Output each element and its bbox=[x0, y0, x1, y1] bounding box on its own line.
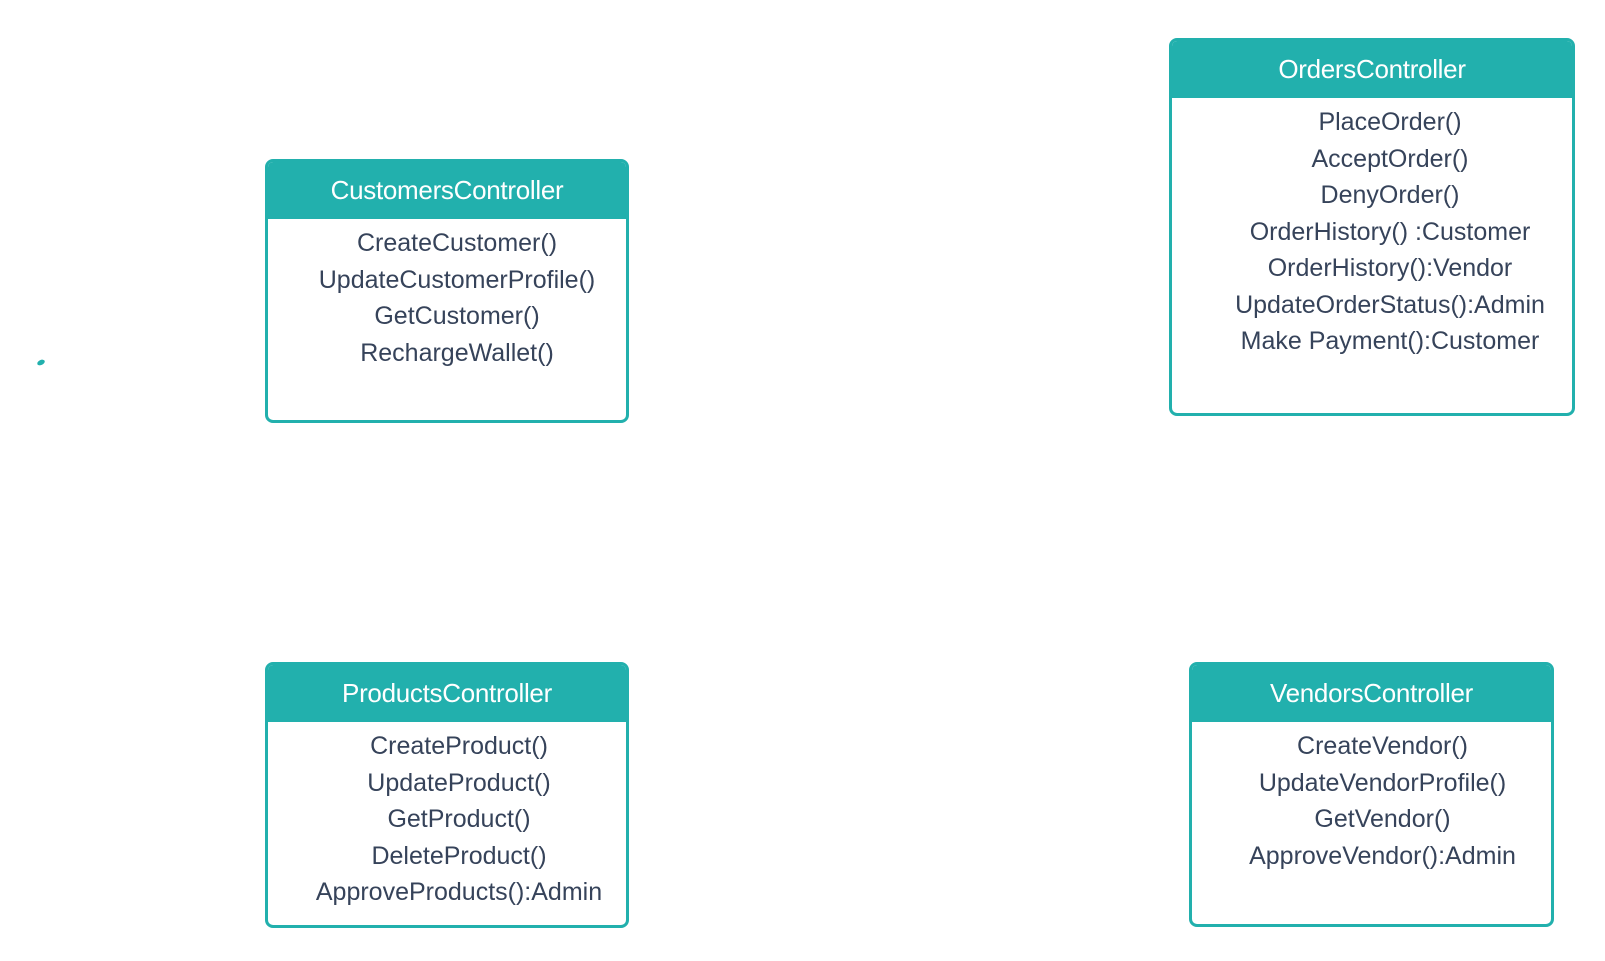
method-item: GetVendor() bbox=[1314, 805, 1451, 833]
method-item: RechargeWallet() bbox=[360, 338, 554, 367]
class-box-customers-controller[interactable]: CustomersController CreateCustomer() Upd… bbox=[265, 159, 629, 423]
method-list: CreateVendor() UpdateVendorProfile() Get… bbox=[1192, 722, 1551, 874]
method-list: PlaceOrder() AcceptOrder() DenyOrder() O… bbox=[1172, 98, 1572, 360]
method-item: UpdateVendorProfile() bbox=[1258, 768, 1507, 797]
class-box-products-controller[interactable]: ProductsController CreateProduct() Updat… bbox=[265, 662, 629, 928]
method-item: PlaceOrder() bbox=[1318, 108, 1462, 136]
method-item: CreateProduct() bbox=[370, 732, 548, 760]
method-item: UpdateOrderStatus():Admin bbox=[1235, 290, 1545, 319]
class-box-vendors-controller[interactable]: VendorsController CreateVendor() UpdateV… bbox=[1189, 662, 1554, 927]
class-name: CustomersController bbox=[268, 162, 626, 219]
class-box-orders-controller[interactable]: OrdersController PlaceOrder() AcceptOrde… bbox=[1169, 38, 1575, 416]
method-item: GetProduct() bbox=[387, 805, 531, 833]
class-name: OrdersController bbox=[1172, 41, 1572, 98]
method-item: CreateCustomer() bbox=[356, 229, 558, 257]
class-name: VendorsController bbox=[1192, 665, 1551, 722]
method-list: CreateCustomer() UpdateCustomerProfile()… bbox=[268, 219, 626, 371]
method-item: OrderHistory():Vendor bbox=[1267, 254, 1513, 282]
method-item: AcceptOrder() bbox=[1311, 144, 1469, 173]
method-list: CreateProduct() UpdateProduct() GetProdu… bbox=[268, 722, 626, 911]
class-name: ProductsController bbox=[268, 665, 626, 722]
method-item: DenyOrder() bbox=[1320, 181, 1460, 209]
method-item: ApproveProducts():Admin bbox=[315, 878, 603, 906]
method-item: OrderHistory() :Customer bbox=[1249, 217, 1531, 246]
method-item: Make Payment():Customer bbox=[1240, 327, 1540, 355]
method-item: UpdateProduct() bbox=[367, 768, 551, 797]
method-item: ApproveVendor():Admin bbox=[1249, 841, 1516, 870]
method-item: DeleteProduct() bbox=[371, 841, 547, 870]
method-item: UpdateCustomerProfile() bbox=[318, 265, 596, 294]
method-item: GetCustomer() bbox=[374, 302, 540, 330]
stray-mark bbox=[36, 358, 46, 367]
method-item: CreateVendor() bbox=[1297, 732, 1468, 760]
